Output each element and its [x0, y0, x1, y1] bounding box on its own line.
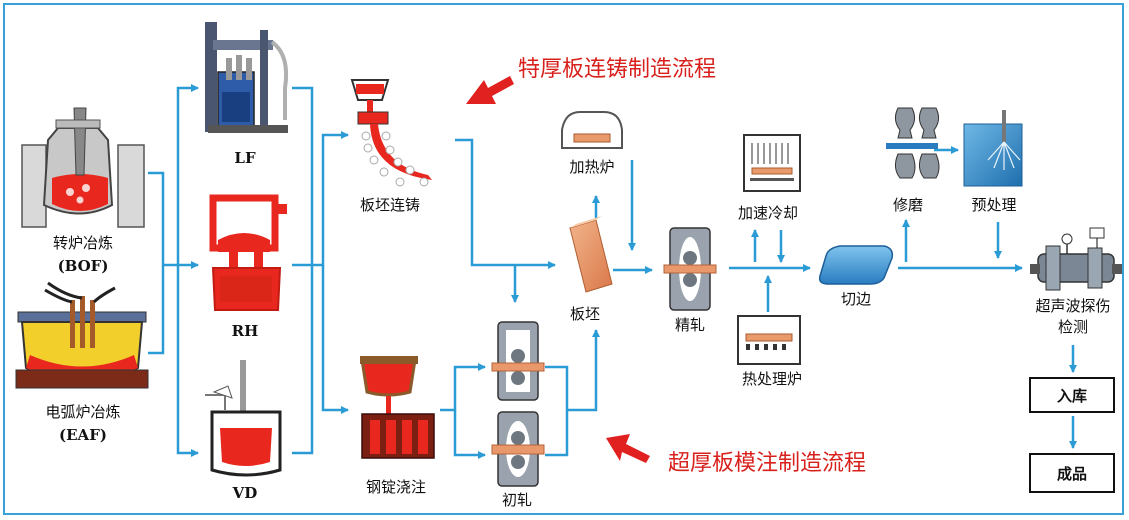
continuous-caster-illustration [350, 79, 432, 187]
continuous-process-title: 特厚板连铸制造流程 [518, 57, 716, 82]
heat-treatment-furnace-label: 热处理炉 [742, 370, 802, 388]
reheating-furnace-illustration [561, 111, 623, 149]
finish-rolling-label: 精轧 [675, 316, 705, 334]
ingot-process-title: 超厚板模注制造流程 [668, 451, 866, 476]
warehousing-box [1029, 377, 1115, 413]
red-pointer-arrow-ingot [606, 434, 650, 463]
ultrasonic-testing-label-line2: 检测 [1058, 318, 1088, 336]
trimmed-plate-illustration [818, 245, 894, 285]
finished-product-box [1029, 453, 1115, 493]
rough-rolling-label: 初轧 [502, 491, 532, 509]
warehousing-label: 入库 [1057, 387, 1087, 405]
slab-label: 板坯 [570, 305, 600, 323]
eaf-furnace-illustration [15, 281, 149, 389]
pretreatment-label: 预处理 [971, 196, 1016, 214]
vd-label: VD [232, 484, 258, 502]
lf-label: LF [234, 149, 256, 167]
reheating-furnace-label: 加热炉 [569, 158, 614, 176]
ingot-casting-illustration [360, 356, 435, 459]
pretreatment-illustration [963, 110, 1023, 187]
ultrasonic-testing-label: 超声波探伤 [1035, 297, 1110, 315]
ingot-casting-label: 钢锭浇注 [366, 478, 426, 496]
vd-vacuum-degasser-illustration [205, 360, 282, 477]
flow-arrows [148, 84, 1077, 459]
rh-degasser-illustration [209, 194, 287, 311]
eaf-abbrev: (EAF) [59, 426, 107, 444]
ultrasonic-testing-illustration [1030, 227, 1122, 291]
bof-converter-illustration [21, 107, 145, 228]
slab-illustration [569, 216, 613, 293]
accelerated-cooling-illustration [743, 134, 801, 192]
rough-rolling-mill-upper-illustration [491, 321, 545, 401]
lf-ladle-furnace-illustration [205, 22, 289, 133]
eaf-label: 电弧炉冶炼 [45, 403, 120, 421]
heat-treatment-furnace-illustration [737, 315, 801, 365]
bof-label: 转炉冶炼 [53, 234, 113, 252]
accelerated-cooling-label: 加速冷却 [738, 204, 798, 222]
rough-rolling-mill-lower-illustration [491, 411, 545, 487]
grinding-label: 修磨 [893, 196, 923, 214]
bof-abbrev: (BOF) [58, 257, 109, 275]
slab-casting-label: 板坯连铸 [360, 196, 420, 214]
finished-product-label: 成品 [1057, 465, 1087, 483]
red-pointer-arrow-continuous [466, 76, 514, 104]
rh-label: RH [232, 322, 259, 340]
grinding-illustration [886, 107, 940, 179]
trimming-label: 切边 [841, 290, 871, 308]
finish-rolling-mill-illustration [663, 227, 717, 311]
